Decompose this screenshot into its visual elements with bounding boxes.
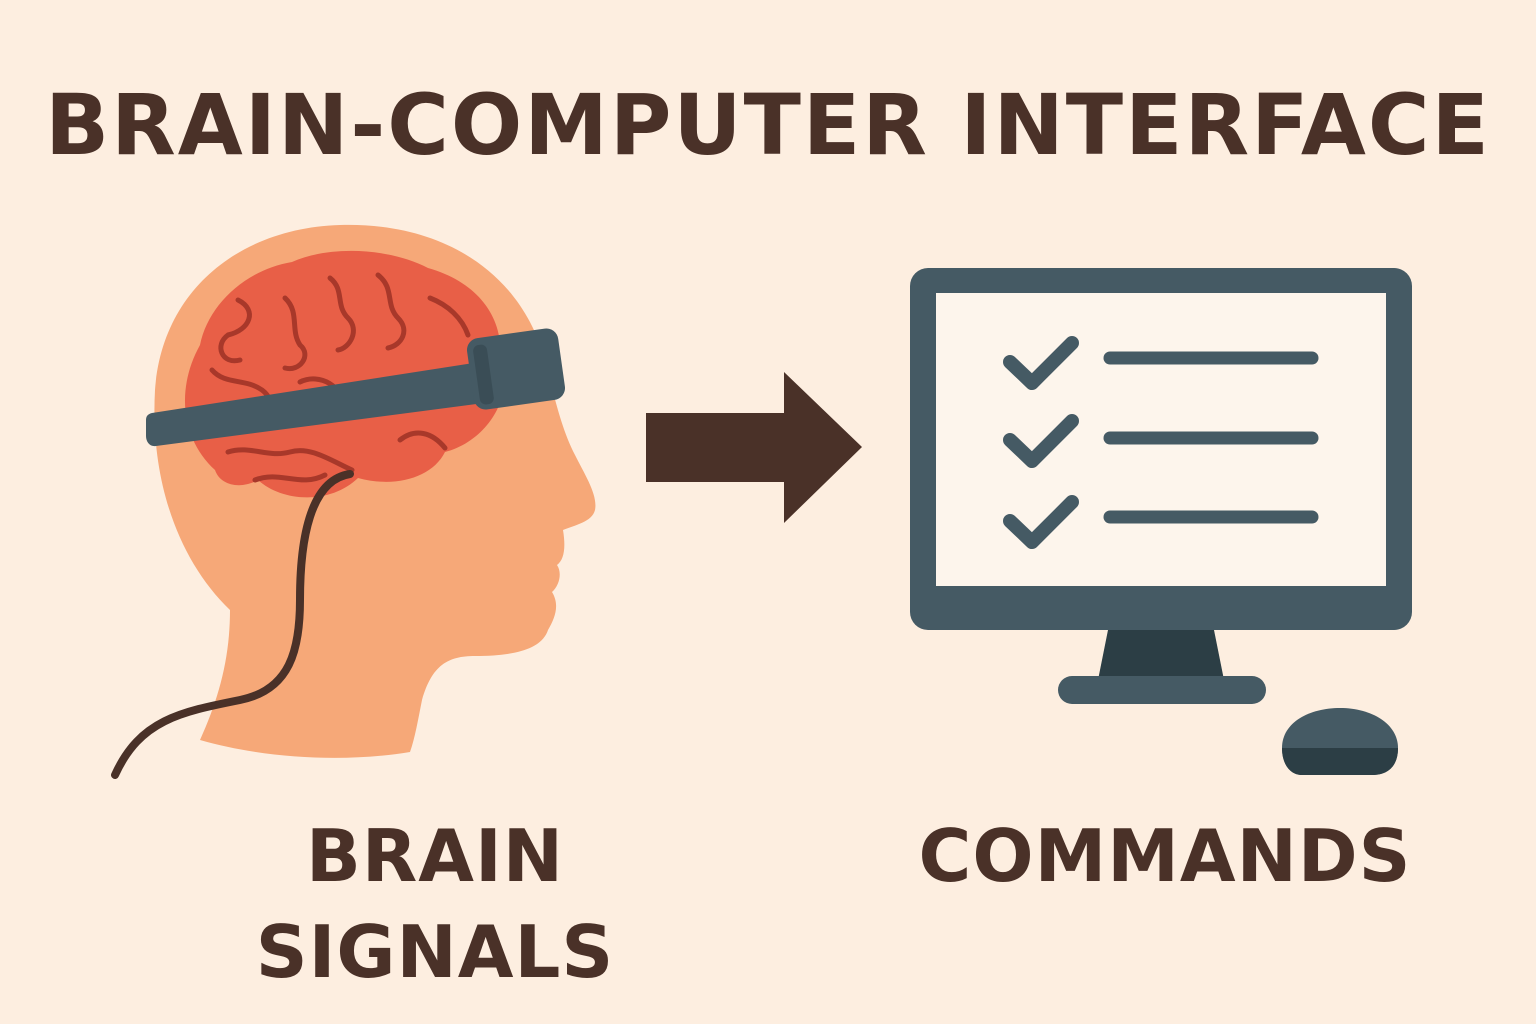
commands-label: COMMANDS [918, 814, 1412, 898]
eeg-headband-icon [146, 328, 566, 447]
mouse-bottom [1282, 748, 1398, 775]
diagram-title: BRAIN-COMPUTER INTERFACE [45, 76, 1491, 174]
arrow-right-icon [646, 372, 862, 523]
checkmark-icon [1003, 336, 1079, 390]
checklist-item [1003, 414, 1319, 468]
monitor-stand [1098, 630, 1224, 680]
headband-strap [146, 361, 498, 447]
cable-icon [111, 470, 354, 779]
brain-signals-label: BRAIN SIGNALS [255, 814, 615, 994]
monitor-base [1058, 676, 1266, 704]
mouse-icon [1282, 708, 1398, 775]
checklist-item [1003, 336, 1319, 390]
checkmark-icon [1003, 414, 1079, 468]
head-profile-icon [111, 224, 596, 779]
monitor-icon [910, 268, 1412, 704]
checkmark-icon [1003, 495, 1079, 549]
checklist-item [1003, 495, 1319, 549]
checklist [1003, 336, 1319, 549]
